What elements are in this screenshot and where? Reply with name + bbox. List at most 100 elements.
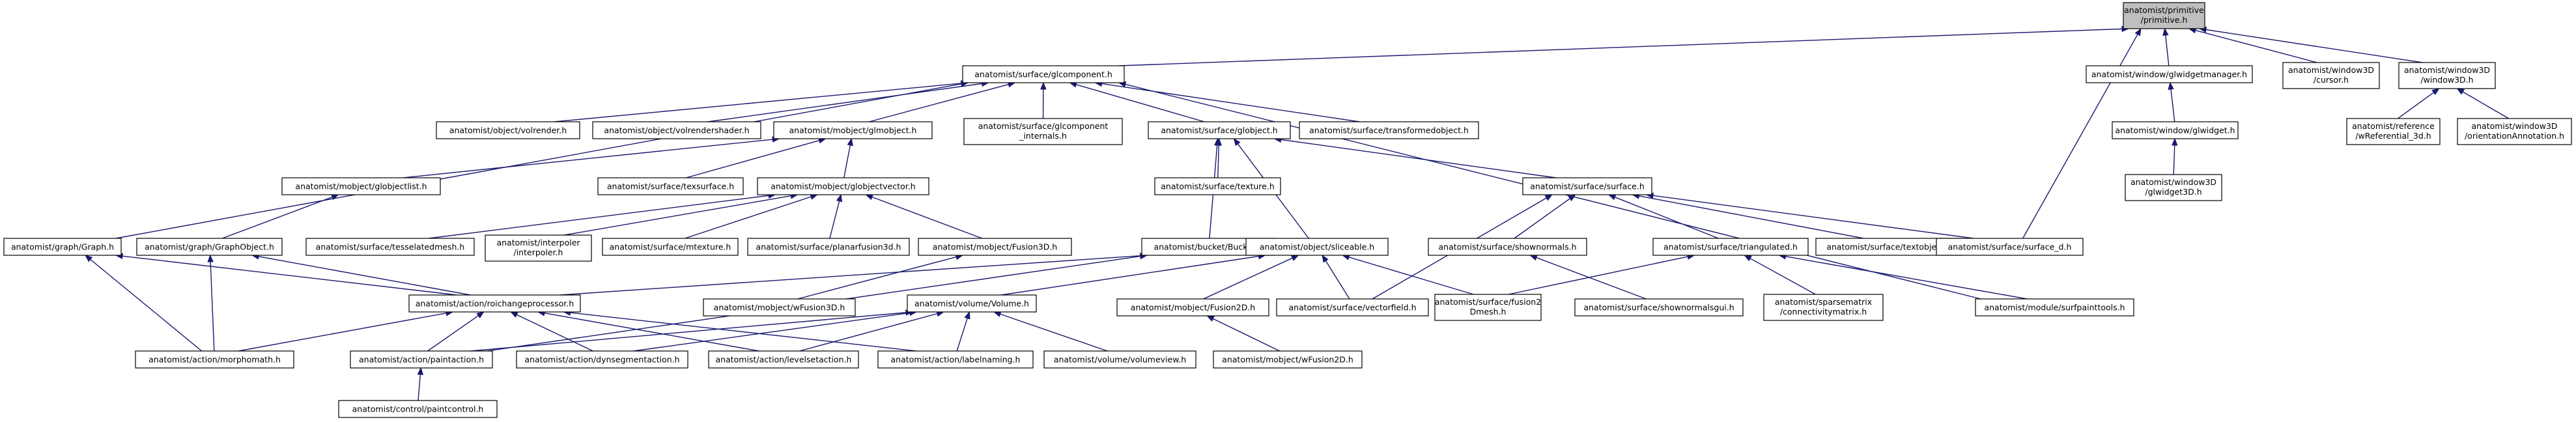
node-volume[interactable]: anatomist/volume/Volume.h: [907, 294, 1037, 313]
node-label-line: anatomist/graph/Graph.h: [11, 242, 114, 252]
node-surfpainttools[interactable]: anatomist/module/surfpainttools.h: [1975, 298, 2134, 316]
node-glmobject[interactable]: anatomist/mobject/glmobject.h: [773, 121, 933, 139]
edge-morphomath-to-graphobject: [207, 254, 215, 352]
edge-line: [544, 313, 759, 352]
edge-fusion2d-to-sliceable: [1203, 255, 1299, 300]
node-globjectvector[interactable]: anatomist/mobject/globjectvector.h: [757, 177, 929, 195]
node-globjectlist[interactable]: anatomist/mobject/globjectlist.h: [281, 177, 441, 195]
node-triangulated[interactable]: anatomist/surface/triangulated.h: [1652, 238, 1809, 256]
edge-line: [222, 196, 333, 239]
node-globject[interactable]: anatomist/surface/globject.h: [1148, 121, 1291, 139]
arrowhead-icon: [993, 311, 1002, 317]
node-texsurface[interactable]: anatomist/surface/texsurface.h: [597, 177, 744, 195]
node-label-line: anatomist/surface/planarfusion3d.h: [756, 242, 901, 252]
node-wReferential[interactable]: anatomist/reference/wReferential_3d.h: [2346, 118, 2441, 145]
node-shownormals[interactable]: anatomist/surface/shownormals.h: [1428, 238, 1587, 256]
node-volrender[interactable]: anatomist/object/volrender.h: [436, 121, 580, 139]
node-label-line: anatomist/window3D: [2471, 121, 2557, 131]
node-box: [1116, 298, 1269, 316]
arrowhead-icon: [1206, 315, 1215, 322]
edge-connectivitymatrix-to-triangulated: [1744, 255, 1816, 295]
node-vectorfield[interactable]: anatomist/surface/vectorfield.h: [1276, 298, 1429, 316]
edge-surface_d-to-surface: [1645, 192, 1974, 239]
node-sliceable[interactable]: anatomist/object/sliceable.h: [1245, 238, 1389, 256]
node-dynsegmentaction[interactable]: anatomist/action/dynsegmentaction.h: [516, 350, 688, 369]
node-label-line: anatomist/window3D: [2288, 65, 2374, 75]
node-volumeview[interactable]: anatomist/volume/volumeview.h: [1043, 350, 1196, 369]
edge-line: [1000, 313, 1108, 352]
node-box: [1276, 298, 1429, 316]
node-label-line: anatomist/surface/surface.h: [1530, 182, 1645, 191]
node-paintcontrol[interactable]: anatomist/control/paintcontrol.h: [338, 400, 498, 418]
node-mtexture[interactable]: anatomist/surface/mtexture.h: [602, 238, 739, 256]
node-label-line: anatomist/surface/tesselatedmesh.h: [316, 242, 465, 252]
arrowhead-icon: [1322, 254, 1329, 263]
edge-texsurface-to-glmobject: [686, 137, 827, 178]
node-label-line: anatomist/surface/shownormalsgui.h: [1583, 303, 1734, 313]
arrowhead-icon: [510, 311, 518, 318]
edge-line: [1281, 139, 1557, 178]
arrowhead-icon: [865, 194, 873, 201]
node-label-line: anatomist/mobject/globjectlist.h: [295, 182, 427, 191]
node-box: [1043, 350, 1196, 369]
edge-line: [1118, 28, 2123, 66]
arrowhead-icon: [1607, 194, 1617, 201]
node-label-line: anatomist/reference: [2352, 121, 2435, 131]
node-glwidget3D[interactable]: anatomist/window3D/glwidget3D.h: [2125, 174, 2222, 201]
node-label-line: anatomist/sparsematrix: [1775, 297, 1872, 307]
node-box: [602, 238, 739, 256]
node-glwidget[interactable]: anatomist/window/glwidget.h: [2112, 121, 2239, 139]
node-texture[interactable]: anatomist/surface/texture.h: [1154, 177, 1281, 195]
edge-graph-to-glcomponent: [115, 81, 969, 239]
node-transformedobject[interactable]: anatomist/surface/transformedobject.h: [1299, 121, 1479, 139]
edge-globjectlist-to-glmobject: [403, 136, 780, 178]
node-roichangeprocessor[interactable]: anatomist/action/roichangeprocessor.h: [408, 294, 581, 313]
node-morphomath[interactable]: anatomist/action/morphomath.h: [135, 350, 294, 369]
edge-morphomath-to-roichangeprocessor: [238, 310, 454, 352]
node-graph[interactable]: anatomist/graph/Graph.h: [3, 238, 122, 256]
node-labelnaming[interactable]: anatomist/action/labelnaming.h: [877, 350, 1034, 369]
node-graphobject[interactable]: anatomist/graph/GraphObject.h: [136, 238, 283, 256]
node-cursor[interactable]: anatomist/window3D/cursor.h: [2282, 62, 2380, 89]
edge-line: [403, 139, 773, 178]
arrowhead-icon: [1290, 255, 1299, 261]
node-levelsetaction[interactable]: anatomist/action/levelsetaction.h: [708, 350, 859, 369]
arrowhead-icon: [964, 311, 970, 320]
edge-line: [516, 314, 593, 352]
node-shownormalsgui[interactable]: anatomist/surface/shownormalsgui.h: [1574, 298, 1744, 316]
edge-line: [2165, 35, 2170, 66]
node-glwidgetmanager[interactable]: anatomist/window/glwidgetmanager.h: [2086, 65, 2253, 83]
arrowhead-icon: [1213, 137, 1221, 146]
node-volrendershader[interactable]: anatomist/object/volrendershader.h: [592, 121, 761, 139]
node-box: [2086, 65, 2253, 83]
node-window3D[interactable]: anatomist/window3D/window3D.h: [2398, 62, 2496, 89]
node-wfusion3d[interactable]: anatomist/mobject/wFusion3D.h: [703, 298, 856, 316]
node-interpoler[interactable]: anatomist/interpoler/interpoler.h: [485, 234, 592, 262]
node-label-line: anatomist/window/glwidget.h: [2115, 126, 2235, 135]
edge-cursor-to-primitive: [2188, 27, 2317, 63]
node-glcomponent[interactable]: anatomist/surface/glcomponent.h: [962, 65, 1125, 83]
node-label-line: anatomist/mobject/glmobject.h: [789, 126, 917, 135]
node-tesselatedmesh[interactable]: anatomist/surface/tesselatedmesh.h: [305, 238, 475, 256]
edge-line: [797, 256, 957, 300]
arrowhead-icon: [2431, 88, 2440, 96]
node-connectivitymatrix[interactable]: anatomist/sparsematrix/connectivitymatri…: [1763, 294, 1884, 321]
node-surface[interactable]: anatomist/surface/surface.h: [1522, 177, 1652, 195]
edge-fusion2dmesh-to-sliceable: [1342, 254, 1474, 295]
node-box: [747, 238, 910, 256]
node-orientationAnnotation[interactable]: anatomist/window3D/orientationAnnotation…: [2457, 118, 2572, 145]
edge-wReferential-to-window3D: [2398, 88, 2440, 119]
node-glcomponent_internals[interactable]: anatomist/surface/glcomponent_internals.…: [963, 118, 1123, 145]
node-box: [1975, 298, 2134, 316]
node-fusion3d[interactable]: anatomist/mobject/Fusion3D.h: [918, 238, 1072, 256]
node-box: [592, 121, 761, 139]
edge-line: [1749, 258, 1816, 295]
node-surface_d[interactable]: anatomist/surface/surface_d.h: [1936, 238, 2084, 256]
node-label-line: anatomist/interpoler: [496, 238, 580, 247]
node-fusion2d[interactable]: anatomist/mobject/Fusion2D.h: [1116, 298, 1269, 316]
node-label-line: anatomist/mobject/wFusion3D.h: [714, 303, 845, 313]
node-paintaction[interactable]: anatomist/action/paintaction.h: [350, 350, 493, 369]
node-wfusion2d[interactable]: anatomist/mobject/wFusion2D.h: [1213, 350, 1363, 369]
node-planarfusion3d[interactable]: anatomist/surface/planarfusion3d.h: [747, 238, 910, 256]
